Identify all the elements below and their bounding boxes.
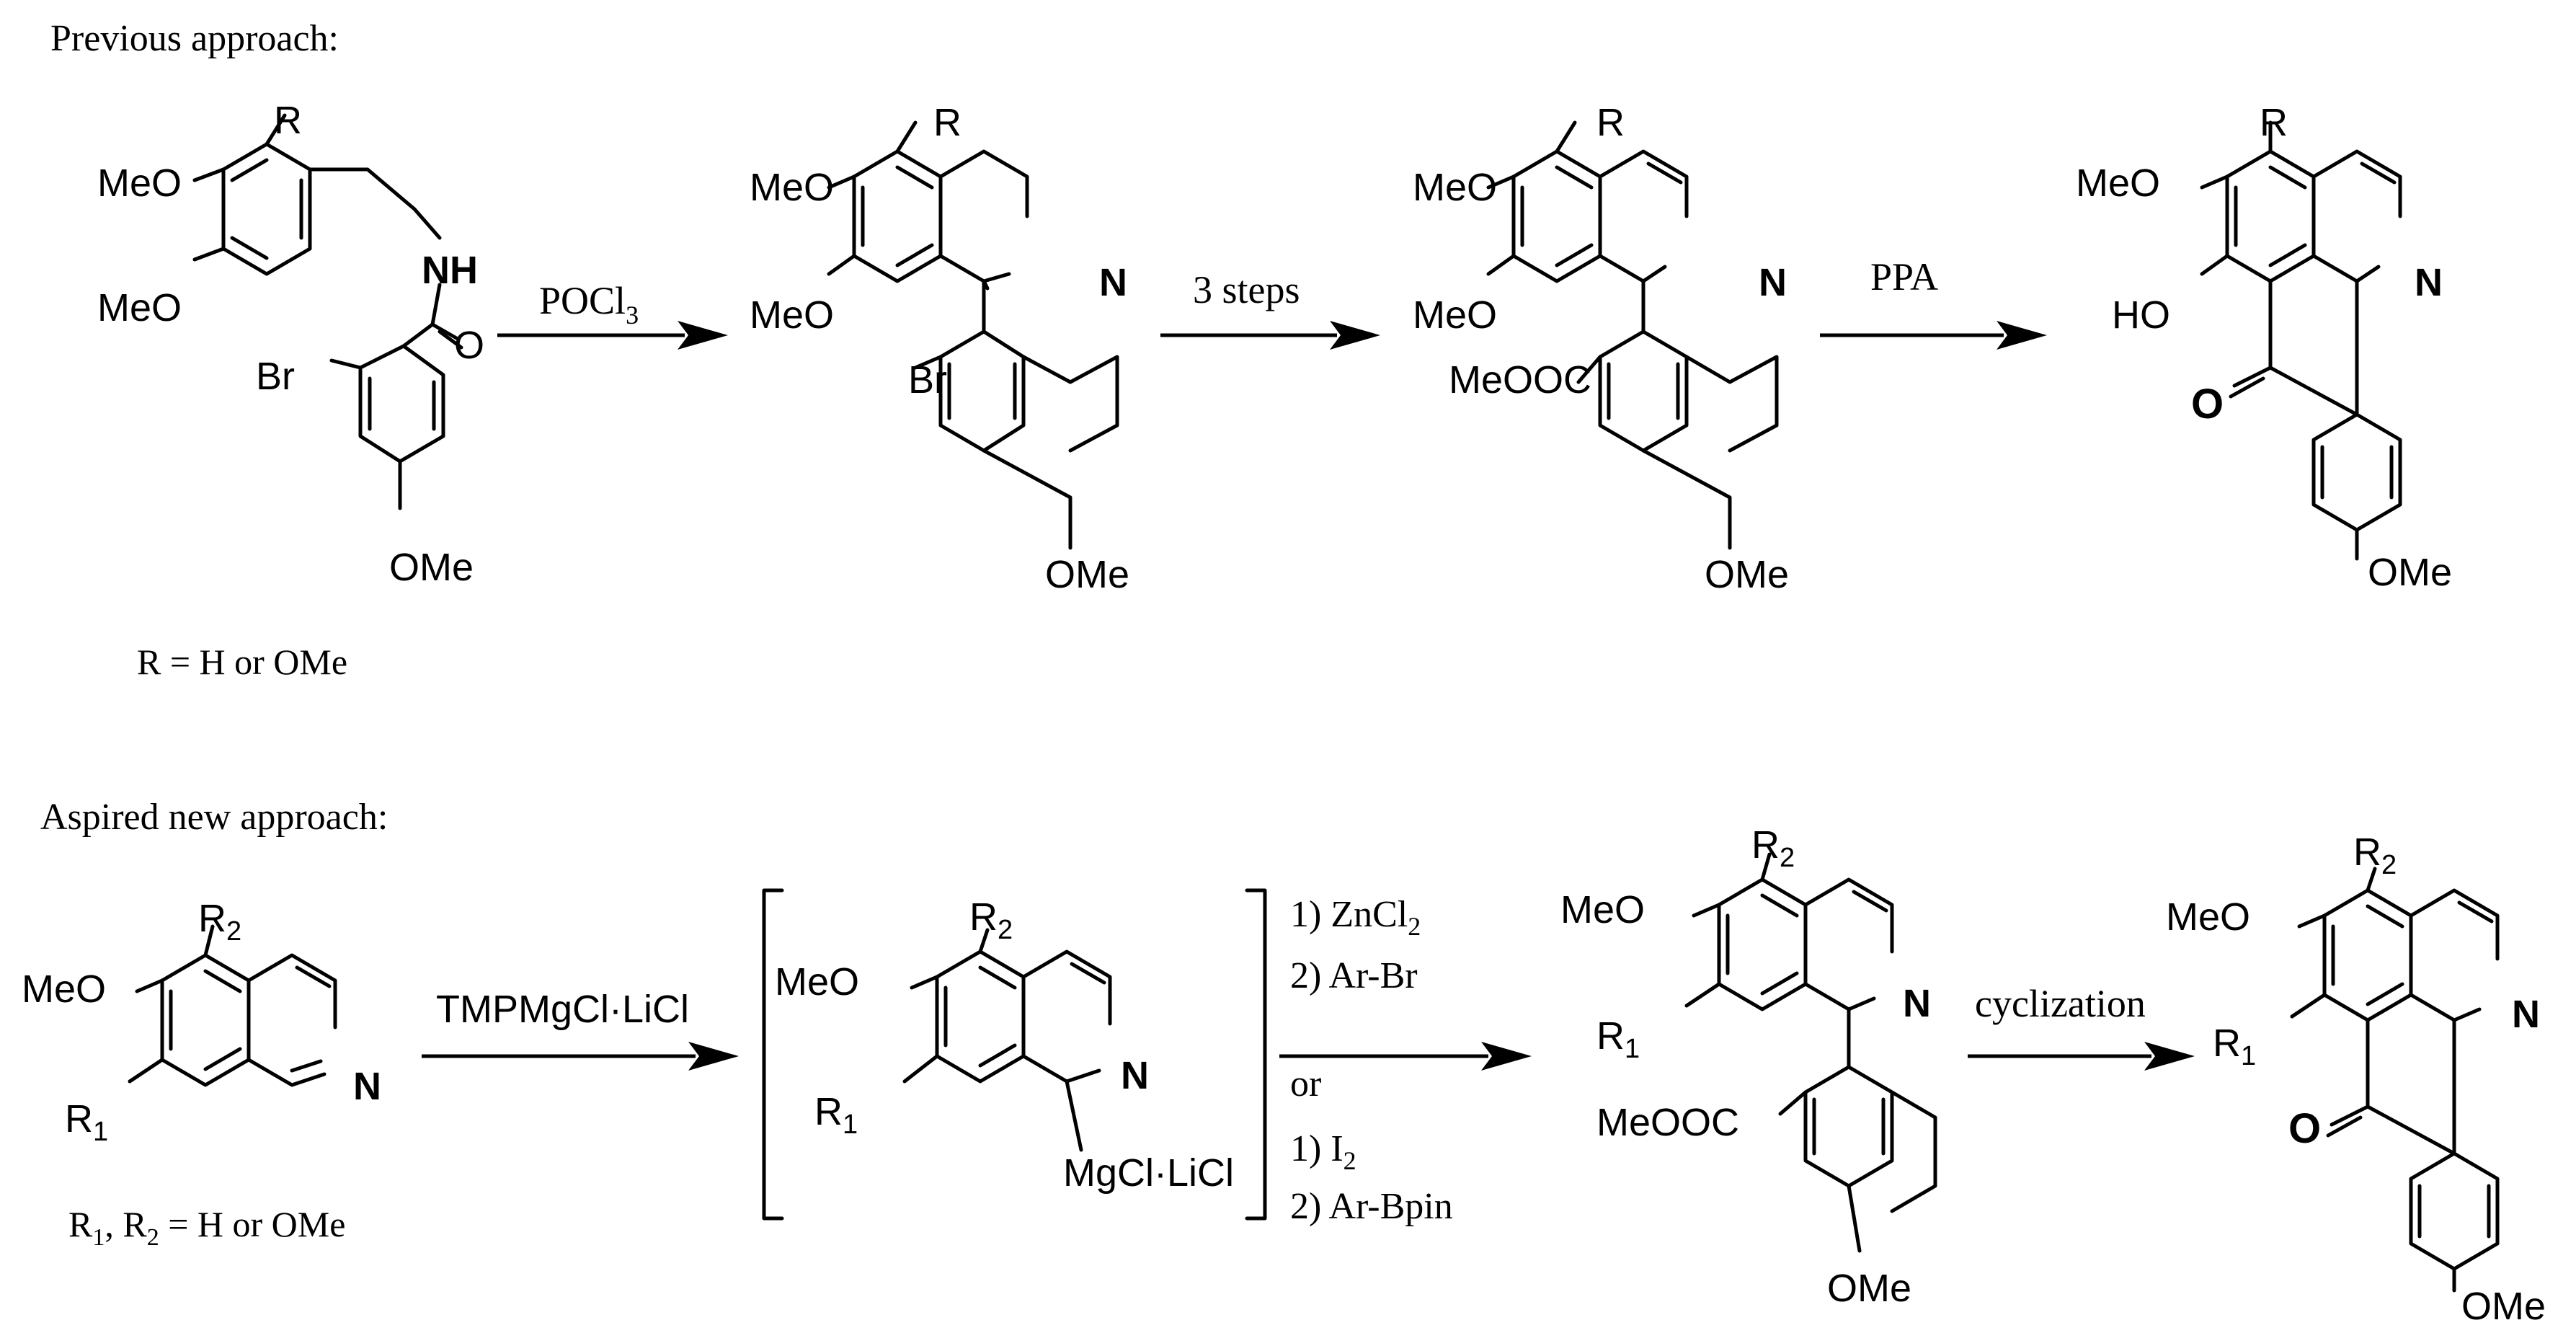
r1-substituent-label: R1 <box>814 1090 858 1140</box>
methoxy-label: MeO <box>1560 888 1645 931</box>
zncl2-condition-label: 1) ZnCl2 <box>1290 894 1421 941</box>
r2-substituent-label: R2 <box>1751 823 1795 873</box>
arbpin-condition-label: 2) Ar-Bpin <box>1290 1186 1453 1227</box>
methoxy-label: OMe <box>1045 553 1129 596</box>
methoxy-label: MeO <box>97 161 182 205</box>
methoxy-label: OMe <box>2461 1285 2546 1328</box>
methoxy-label: MeO <box>97 286 182 329</box>
ketone-oxygen-label: O <box>2288 1105 2321 1152</box>
previous-approach-heading: Previous approach: <box>50 18 339 59</box>
compound-amide-precursor: R MeO MeO NH O Br OMe <box>97 99 484 589</box>
arbr-condition-label: 2) Ar-Br <box>1290 955 1418 996</box>
bromo-label: Br <box>256 355 295 398</box>
methoxy-label: MeO <box>750 166 834 209</box>
r1-r2-definition-note: R1, R2 = H or OMe <box>68 1204 345 1251</box>
ketone-oxygen-label: O <box>2191 381 2224 428</box>
nitrogen-label: N <box>1121 1054 1149 1097</box>
nitrogen-label: N <box>1903 982 1931 1025</box>
carbonyl-oxygen-label: O <box>454 324 484 367</box>
methoxy-label: MeO <box>2076 161 2160 205</box>
three-steps-label: 3 steps <box>1193 268 1300 311</box>
methoxy-label: MeO <box>22 967 106 1011</box>
nitrogen-label: N <box>1759 261 1787 304</box>
methoxy-label: MeO <box>1413 293 1497 337</box>
methoxy-label: MeO <box>1413 166 1497 209</box>
cyclization-label: cyclization <box>1975 982 2146 1025</box>
bromo-label: Br <box>908 358 947 402</box>
methoxy-label: OMe <box>389 546 474 589</box>
methoxy-label: OMe <box>1705 553 1789 596</box>
r-definition-note: R = H or OMe <box>137 642 347 682</box>
nitrogen-label: N <box>353 1065 381 1108</box>
r1-substituent-label: R1 <box>1596 1014 1640 1064</box>
methoxy-label: MeO <box>750 293 834 337</box>
compound-substituted-isoquinoline: R2 MeO R1 N <box>22 897 381 1147</box>
nitrogen-label: N <box>2415 261 2443 304</box>
reaction-arrow-pocl3: POCl3 <box>497 279 728 350</box>
nitrogen-label: N <box>1099 261 1127 304</box>
ppa-reagent-label: PPA <box>1870 255 1938 298</box>
compound-coupled-isoquinoline-ester: R2 MeO R1 N MeOOC OMe <box>1560 823 1937 1310</box>
methoxy-label: OMe <box>2368 551 2452 594</box>
r2-substituent-label: R2 <box>198 897 241 947</box>
methoxy-label: OMe <box>1827 1267 1911 1310</box>
r-substituent-label: R <box>1596 101 1625 144</box>
reaction-arrow-3-steps: 3 steps <box>1160 268 1380 350</box>
compound-magnesiated-intermediate: R2 MeO R1 N MgCl·LiCl <box>762 888 1267 1221</box>
left-bracket <box>762 888 784 1221</box>
r2-substituent-label: R2 <box>969 895 1013 945</box>
reaction-arrow-cyclization: cyclization <box>1968 982 2195 1071</box>
compound-final-oxoaporphine: R2 MeO R1 N O OMe <box>2166 831 2546 1328</box>
magnesium-label: MgCl·LiCl <box>1063 1151 1234 1195</box>
right-bracket <box>1245 888 1267 1221</box>
r-substituent-label: R <box>933 101 961 144</box>
compound-isoquinoline-ester: R MeO MeO N MeOOC OMe <box>1413 101 1789 596</box>
methoxy-label: MeO <box>775 960 859 1004</box>
r1-substituent-label: R1 <box>2213 1022 2256 1071</box>
compound-dihydroisoquinoline: R MeO MeO N Br OMe <box>750 101 1129 596</box>
r2-substituent-label: R2 <box>2353 831 2397 880</box>
methoxy-label: MeO <box>2166 895 2250 939</box>
amide-nh-label: NH <box>422 249 478 292</box>
ester-label: MeOOC <box>1449 358 1591 402</box>
reaction-arrow-coupling: 1) ZnCl2 2) Ar-Br or 1) I2 2) Ar-Bpin <box>1279 894 1532 1227</box>
compound-oxoaporphine-product: R MeO HO N O OMe <box>2076 101 2452 594</box>
r1-substituent-label: R1 <box>65 1097 108 1147</box>
ester-label: MeOOC <box>1596 1101 1739 1144</box>
nitrogen-label: N <box>2512 993 2540 1036</box>
i2-condition-label: 1) I2 <box>1290 1128 1356 1175</box>
r-substituent-label: R <box>274 99 302 142</box>
hydroxy-label: HO <box>2112 293 2170 337</box>
r-substituent-label: R <box>2260 101 2288 144</box>
or-label: or <box>1290 1063 1321 1104</box>
pocl3-reagent-label: POCl3 <box>539 279 639 329</box>
new-approach-heading: Aspired new approach: <box>40 797 388 838</box>
tmpmgcl-reagent-label: TMPMgCl·LiCl <box>436 988 689 1031</box>
reaction-arrow-tmpmgcl: TMPMgCl·LiCl <box>422 988 739 1071</box>
reaction-arrow-ppa: PPA <box>1820 255 2047 350</box>
